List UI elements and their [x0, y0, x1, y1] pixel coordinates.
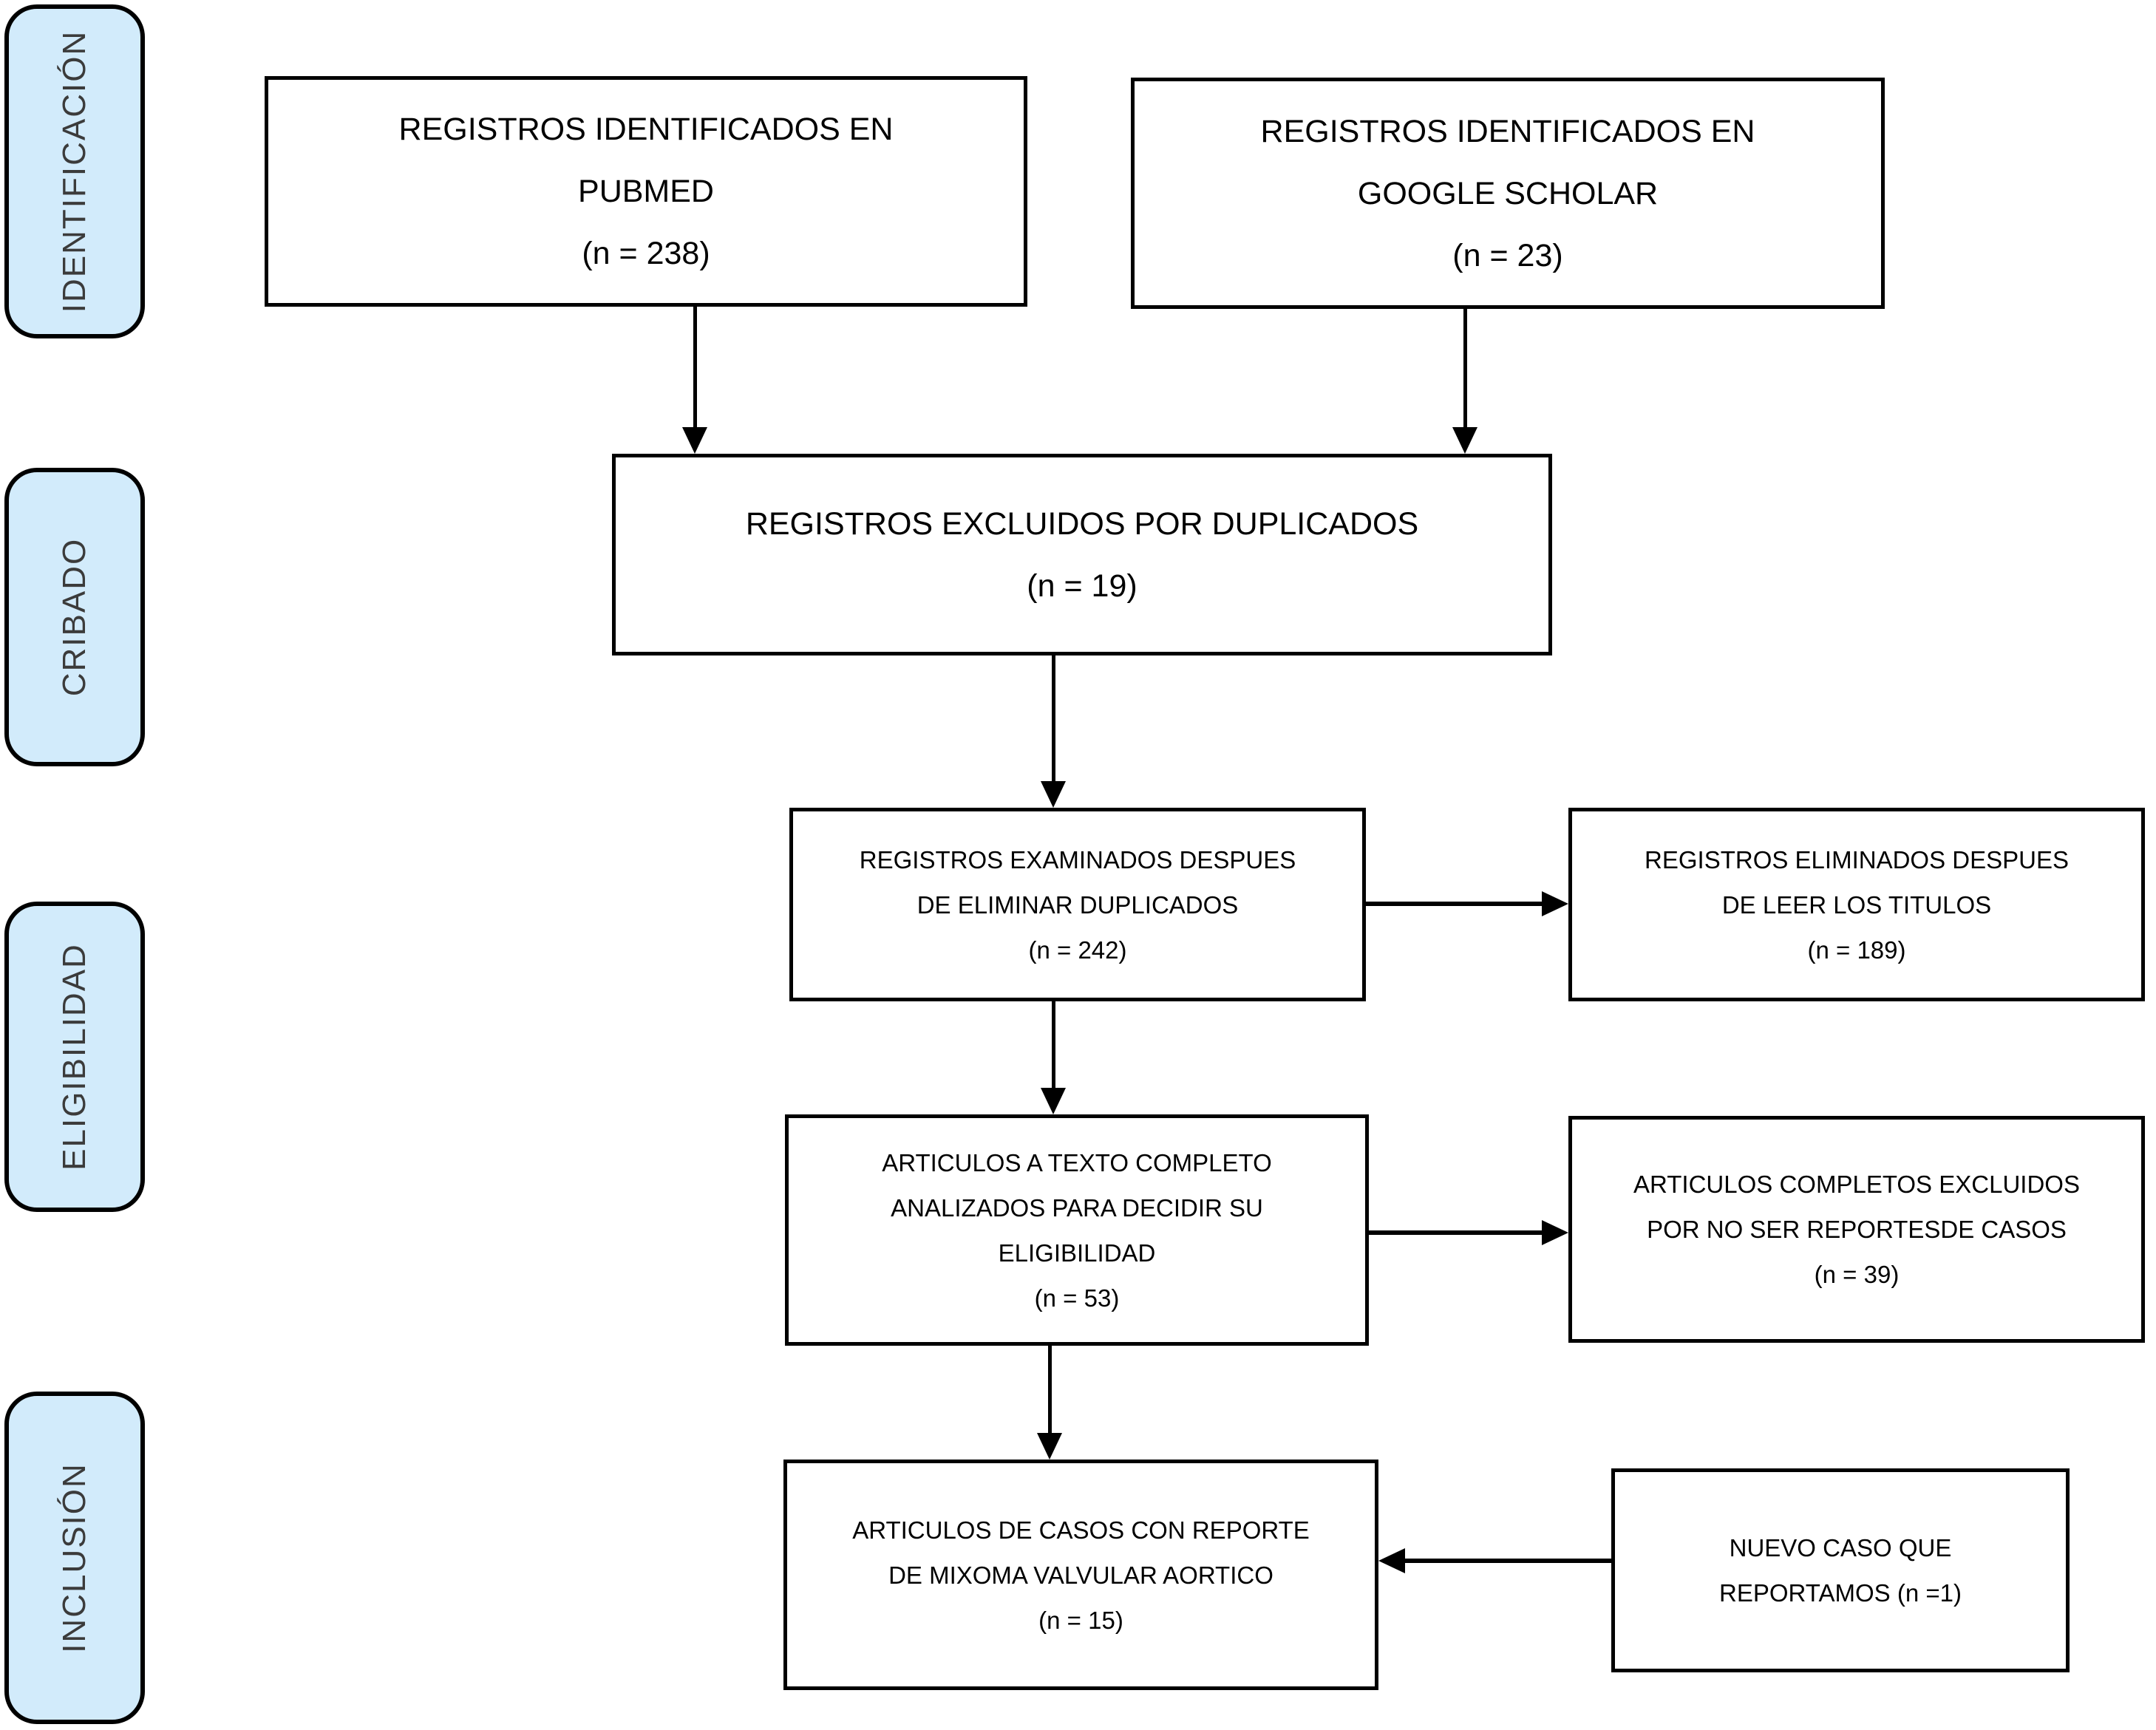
stage-cribado: CRIBADO — [4, 468, 145, 766]
arrow-shaft — [1463, 307, 1467, 429]
arrow-shaft — [1367, 1230, 1545, 1235]
arrowhead-right-icon — [1542, 891, 1568, 916]
flow-node-screened-after-duplicates-label: REGISTROS EXAMINADOS DESPUES DE ELIMINAR… — [859, 845, 1296, 964]
arrowhead-down-icon — [1041, 781, 1066, 808]
arrow-shaft — [693, 305, 697, 429]
flow-node-pubmed: REGISTROS IDENTIFICADOS EN PUBMED (n = 2… — [265, 76, 1027, 307]
stage-cribado-label: CRIBADO — [56, 537, 93, 697]
flow-node-removed-after-titles-label: REGISTROS ELIMINADOS DESPUES DE LEER LOS… — [1645, 845, 2069, 964]
arrow-shaft — [1364, 902, 1545, 906]
stage-inclusion: INCLUSIÓN — [4, 1392, 145, 1724]
stage-inclusion-label: INCLUSIÓN — [56, 1462, 92, 1653]
flow-node-google-scholar: REGISTROS IDENTIFICADOS EN GOOGLE SCHOLA… — [1131, 78, 1885, 309]
arrowhead-down-icon — [682, 427, 707, 454]
stage-eligibilidad: ELIGIBILIDAD — [4, 902, 145, 1212]
arrow-shaft — [1048, 1344, 1052, 1435]
arrowhead-down-icon — [1452, 427, 1477, 454]
arrowhead-right-icon — [1542, 1220, 1568, 1245]
arrow-shaft — [1052, 1000, 1055, 1090]
arrow-shaft — [1052, 654, 1055, 783]
flow-node-fulltext-excluded-label: ARTICULOS COMPLETOS EXCLUIDOS POR NO SER… — [1633, 1171, 2080, 1288]
arrow-shaft — [1404, 1559, 1613, 1563]
flow-node-included-cases-label: ARTICULOS DE CASOS CON REPORTE DE MIXOMA… — [852, 1516, 1310, 1634]
flow-node-pubmed-label: REGISTROS IDENTIFICADOS EN PUBMED (n = 2… — [398, 112, 894, 271]
flow-node-fulltext-assessed-label: ARTICULOS A TEXTO COMPLETO ANALIZADOS PA… — [882, 1148, 1272, 1312]
flow-node-fulltext-excluded: ARTICULOS COMPLETOS EXCLUIDOS POR NO SER… — [1568, 1116, 2145, 1343]
flow-node-removed-after-titles: REGISTROS ELIMINADOS DESPUES DE LEER LOS… — [1568, 808, 2145, 1001]
flow-node-screened-after-duplicates: REGISTROS EXAMINADOS DESPUES DE ELIMINAR… — [789, 808, 1366, 1001]
arrowhead-down-icon — [1037, 1433, 1062, 1460]
arrowhead-left-icon — [1378, 1548, 1405, 1573]
flow-node-fulltext-assessed: ARTICULOS A TEXTO COMPLETO ANALIZADOS PA… — [785, 1114, 1369, 1346]
flow-node-excluded-duplicates-label: REGISTROS EXCLUIDOS POR DUPLICADOS (n = … — [745, 505, 1419, 604]
arrowhead-down-icon — [1041, 1088, 1066, 1114]
flow-node-included-cases: ARTICULOS DE CASOS CON REPORTE DE MIXOMA… — [783, 1460, 1378, 1690]
stage-eligibilidad-label: ELIGIBILIDAD — [56, 943, 93, 1171]
stage-identificacion-label: IDENTIFICACIÓN — [56, 30, 93, 313]
flow-node-excluded-duplicates: REGISTROS EXCLUIDOS POR DUPLICADOS (n = … — [612, 454, 1552, 655]
flow-node-new-case-label: NUEVO CASO QUE REPORTAMOS (n =1) — [1719, 1534, 1962, 1607]
flow-node-new-case: NUEVO CASO QUE REPORTAMOS (n =1) — [1611, 1468, 2070, 1672]
flow-node-google-scholar-label: REGISTROS IDENTIFICADOS EN GOOGLE SCHOLA… — [1260, 113, 1755, 273]
stage-identificacion: IDENTIFICACIÓN — [4, 4, 145, 338]
